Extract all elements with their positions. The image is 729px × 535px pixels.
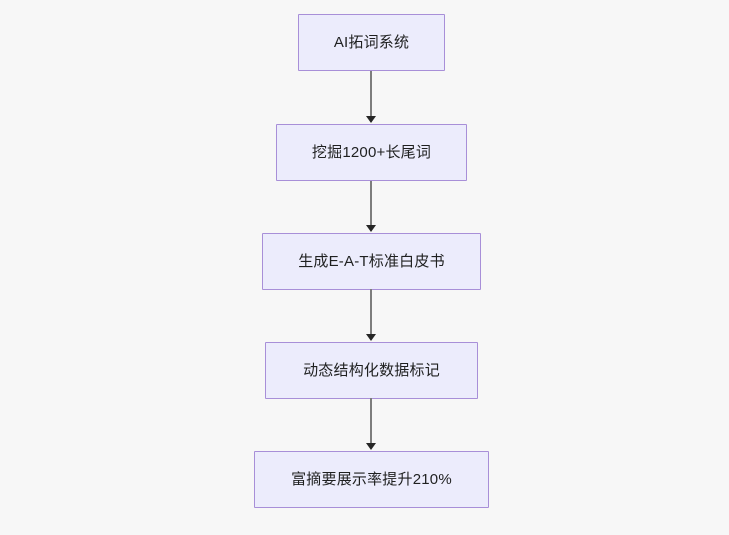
flow-edge-4-arrowhead xyxy=(366,443,376,450)
flow-edge-4-line xyxy=(370,398,372,444)
flow-node-1[interactable]: AI拓词系统 xyxy=(298,14,445,71)
flow-node-2-label: 挖掘1200+长尾词 xyxy=(311,143,432,161)
flow-node-5[interactable]: 富摘要展示率提升210% xyxy=(254,451,489,508)
flow-edge-1-arrowhead xyxy=(366,116,376,123)
flow-node-4-label: 动态结构化数据标记 xyxy=(303,361,440,379)
flow-node-1-label: AI拓词系统 xyxy=(333,33,410,51)
flow-edge-3-line xyxy=(370,289,372,335)
flow-node-2[interactable]: 挖掘1200+长尾词 xyxy=(276,124,467,181)
flow-edge-3-arrowhead xyxy=(366,334,376,341)
flow-node-3-label: 生成E-A-T标准白皮书 xyxy=(298,252,445,270)
flow-edge-1-line xyxy=(370,71,372,117)
flow-node-5-label: 富摘要展示率提升210% xyxy=(291,470,452,488)
flow-edge-2-line xyxy=(370,181,372,226)
flow-node-4[interactable]: 动态结构化数据标记 xyxy=(265,342,478,399)
flow-node-3[interactable]: 生成E-A-T标准白皮书 xyxy=(262,233,481,290)
flow-edge-2-arrowhead xyxy=(366,225,376,232)
